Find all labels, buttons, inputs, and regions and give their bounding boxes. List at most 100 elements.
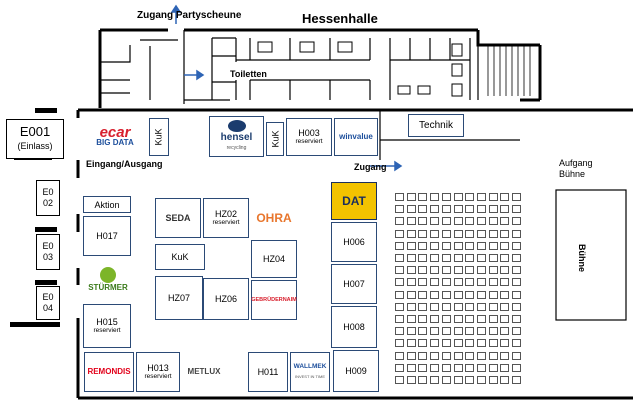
seat xyxy=(488,266,498,275)
seat xyxy=(476,193,486,201)
seat xyxy=(500,229,510,238)
seat xyxy=(512,193,521,201)
booth-aktion[interactable]: Aktion xyxy=(83,196,131,213)
booth-h011-label: H011 xyxy=(257,367,279,377)
seat xyxy=(453,193,463,201)
seat xyxy=(395,193,404,201)
exit-e004-line1: E0 xyxy=(42,292,54,302)
seat xyxy=(453,363,463,372)
technik-room[interactable]: Technik xyxy=(408,114,464,137)
booth-hz02-sub: reserviert xyxy=(212,219,240,226)
booth-ohra[interactable]: OHRA xyxy=(251,198,297,238)
seat xyxy=(465,266,475,275)
seat xyxy=(465,217,475,226)
booth-metlux[interactable]: METLUX xyxy=(182,352,226,392)
seat xyxy=(488,339,498,348)
booth-winvalue[interactable]: winvalue xyxy=(334,118,378,156)
seat xyxy=(465,205,475,214)
booth-h009[interactable]: H009 xyxy=(333,350,379,392)
seat xyxy=(476,241,486,250)
seat xyxy=(395,241,404,250)
seat xyxy=(453,254,463,262)
seat xyxy=(500,290,510,299)
booth-sturmer[interactable]: STÜRMER xyxy=(86,258,130,302)
exit-e002-line1: E0 xyxy=(42,187,54,197)
seat xyxy=(465,315,475,323)
seat xyxy=(418,266,428,275)
booth-h003-label: H003 xyxy=(298,128,320,138)
entrance-label: Eingang/Ausgang xyxy=(86,159,163,169)
booth-h007[interactable]: H007 xyxy=(331,264,377,304)
booth-hz06[interactable]: HZ06 xyxy=(203,278,249,320)
exit-e001[interactable]: E001 (Einlass) xyxy=(6,119,64,159)
booth-dat[interactable]: DAT xyxy=(331,182,377,220)
seat xyxy=(488,290,498,299)
booth-hz02[interactable]: HZ02 reserviert xyxy=(203,198,249,238)
exit-e003[interactable]: E0 03 xyxy=(36,234,60,270)
seat xyxy=(512,363,521,372)
seat xyxy=(430,254,440,262)
seat xyxy=(453,205,463,214)
seat xyxy=(512,351,521,360)
seat xyxy=(418,217,428,226)
seat xyxy=(500,351,510,360)
seat xyxy=(430,351,440,360)
seat xyxy=(406,315,416,323)
booth-kuk-1-label: KuK xyxy=(153,128,164,146)
booth-seda[interactable]: SEDA xyxy=(155,198,201,238)
seat xyxy=(418,327,428,336)
booth-gebrueder[interactable]: GEBRÜDERNAIM xyxy=(251,280,297,320)
seat xyxy=(500,327,510,336)
seat xyxy=(406,241,416,250)
seat xyxy=(476,205,486,214)
seat xyxy=(441,278,451,287)
seat xyxy=(512,302,521,311)
exit-e004[interactable]: E0 04 xyxy=(36,286,60,320)
booth-hz04[interactable]: HZ04 xyxy=(251,240,297,278)
booth-h003[interactable]: H003 reserviert xyxy=(286,118,332,156)
booth-wallmek[interactable]: WALLMEK INVEST IN TIME xyxy=(290,352,330,392)
seat xyxy=(406,205,416,214)
stage-access-line2: Bühne xyxy=(559,169,586,179)
booth-kuk-2[interactable]: KuK xyxy=(266,122,284,156)
seat xyxy=(476,327,486,336)
remondis-logo-text: REMONDIS xyxy=(87,367,131,376)
booth-h015[interactable]: H015 reserviert xyxy=(83,304,131,348)
seat xyxy=(488,229,498,238)
stage-label: Bühne xyxy=(577,244,587,272)
seda-logo-text: SEDA xyxy=(165,213,191,223)
seat xyxy=(441,327,451,336)
seat xyxy=(465,327,475,336)
seat xyxy=(441,241,451,250)
booth-aktion-label: Aktion xyxy=(94,199,120,210)
seat xyxy=(500,302,510,311)
booth-remondis[interactable]: REMONDIS xyxy=(84,352,134,392)
booth-ecar[interactable]: ecar BIG DATA xyxy=(84,118,146,158)
booth-h011[interactable]: H011 xyxy=(248,352,288,392)
booth-h008[interactable]: H008 xyxy=(331,306,377,348)
booth-hz07[interactable]: HZ07 xyxy=(155,276,203,320)
seat xyxy=(406,290,416,299)
booth-h017[interactable]: H017 xyxy=(83,216,131,256)
stage-access-line1: Aufgang xyxy=(559,158,593,168)
seat xyxy=(406,217,416,226)
booth-h006[interactable]: H006 xyxy=(331,222,377,262)
seat xyxy=(441,193,451,201)
booth-hensel[interactable]: hensel recycling xyxy=(209,116,264,157)
seat xyxy=(512,254,521,262)
exit-e002[interactable]: E0 02 xyxy=(36,180,60,216)
seat xyxy=(476,290,486,299)
seat xyxy=(430,302,440,311)
seat xyxy=(488,351,498,360)
seat xyxy=(500,241,510,250)
ecar-logo-text: ecar xyxy=(99,124,131,141)
booth-h015-sub: reserviert xyxy=(93,327,121,334)
booth-h013[interactable]: H013 reserviert xyxy=(136,352,180,392)
booth-kuk-1[interactable]: KuK xyxy=(149,118,169,156)
booth-h008-label: H008 xyxy=(343,322,365,332)
seat xyxy=(418,229,428,238)
sturmer-logo-text: STÜRMER xyxy=(88,283,128,292)
seat xyxy=(453,327,463,336)
booth-kuk-3[interactable]: KuK xyxy=(155,244,205,270)
booth-kuk-2-label: KuK xyxy=(270,130,281,148)
